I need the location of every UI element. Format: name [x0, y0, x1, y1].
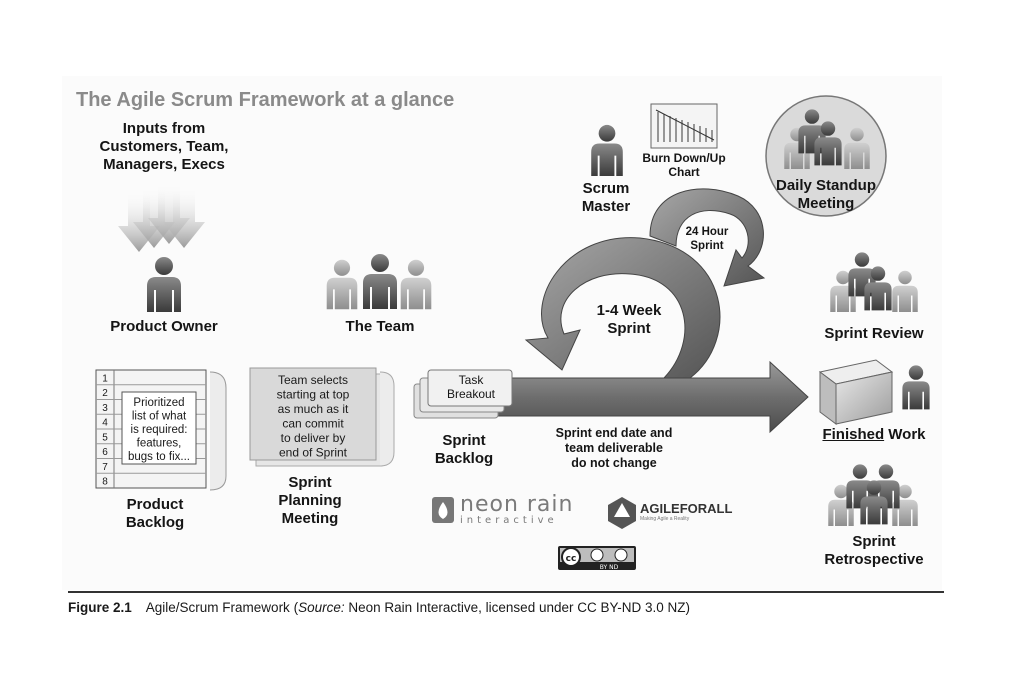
sprint-planning-label: Sprint Planning Meeting — [278, 474, 342, 527]
daily-standup-icon — [765, 95, 887, 217]
main-flow-arrow — [467, 360, 809, 434]
sprint-end-note: Sprint end date and team deliverable do … — [555, 426, 673, 470]
backlog-row-number: 2 — [102, 388, 108, 399]
backlog-note-line: bugs to fix... — [128, 451, 190, 463]
planning-note-line: to deliver by — [281, 431, 346, 445]
caption-rule — [68, 591, 944, 593]
planning-note-line: starting at top — [277, 388, 350, 402]
planning-note-line: Team selects — [278, 373, 348, 387]
inputs-arrows — [118, 182, 205, 252]
backlog-row-number: 1 — [102, 373, 108, 384]
backlog-row-number: 3 — [102, 403, 108, 414]
backlog-row-number: 4 — [102, 418, 108, 429]
inputs-label: Inputs from Customers, Team, Managers, E… — [99, 120, 229, 173]
backlog-row-number: 7 — [102, 462, 108, 473]
backlog-note-line: Prioritized — [133, 397, 184, 409]
neon-rain-logo — [432, 497, 454, 523]
daily-standup-label: Daily Standup Meeting — [775, 177, 876, 212]
product-owner-label: Product Owner — [110, 318, 218, 335]
sprint-review-label: Sprint Review — [824, 325, 924, 342]
burn-chart-label: Burn Down/Up Chart — [642, 151, 726, 180]
backlog-row-number: 5 — [102, 432, 108, 443]
diagram-title: The Agile Scrum Framework at a glance — [76, 89, 454, 111]
agile-for-all-wordmark: AGILEFORALL Making Agile a Reality — [640, 501, 733, 523]
product-backlog-label: Product Backlog — [125, 496, 185, 531]
neon-rain-wordmark: neon rain interactive — [460, 492, 574, 526]
cc-badge-text: BY ND — [600, 564, 619, 571]
backlog-note-line: list of what — [132, 411, 187, 423]
backlog-row-number: 8 — [102, 477, 108, 488]
agile-for-all-logo — [608, 497, 636, 529]
finished-work-label: Finished Work — [822, 426, 926, 443]
backlog-note-line: is required: — [131, 424, 188, 436]
team-icon — [326, 254, 432, 310]
backlog-row-number: 6 — [102, 447, 108, 458]
sprint-loop-label: 1-4 Week Sprint — [596, 302, 662, 337]
task-breakout-cards — [413, 369, 513, 419]
sprint-loop-arrow — [524, 237, 721, 379]
planning-note-line: can commit — [282, 417, 344, 431]
sprint-backlog-label: Sprint Backlog — [434, 432, 494, 467]
sprint-retro-label: Sprint Retrospective — [824, 533, 924, 568]
scrum-master-label: Scrum Master — [581, 180, 631, 215]
planning-note-line: as much as it — [278, 402, 349, 416]
planning-note-line: end of Sprint — [279, 446, 348, 460]
burn-chart-icon — [650, 103, 718, 149]
cc-license-badge: cc BY ND — [558, 546, 636, 571]
team-label: The Team — [345, 318, 415, 335]
daily-loop-arrow — [649, 188, 766, 287]
daily-loop-label: 24 Hour Sprint — [685, 226, 729, 252]
backlog-note-line: features, — [137, 438, 182, 450]
svg-text:cc: cc — [566, 554, 577, 564]
finished-work-icon — [818, 359, 930, 425]
task-breakout-label: Task Breakout — [446, 373, 496, 402]
